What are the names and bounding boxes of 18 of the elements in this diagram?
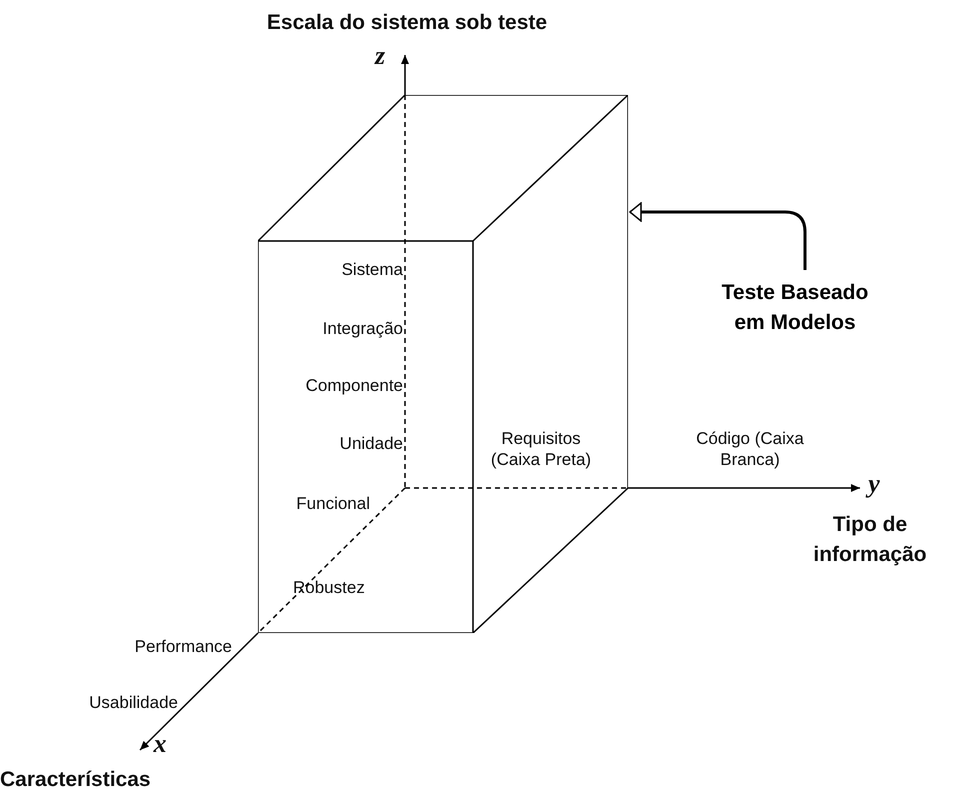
hollow-arrow xyxy=(629,202,806,270)
scale-label: Código (Caixa Branca) xyxy=(695,428,805,470)
axis-title: Escala do sistema sob teste xyxy=(266,10,548,36)
scale-label: Sistema xyxy=(340,259,403,280)
axis-title: Características xyxy=(0,767,152,793)
annotation-text: Teste Baseado em Modelos xyxy=(720,280,870,336)
scale-label: Robustez xyxy=(293,577,366,598)
axis-letter: z xyxy=(373,42,386,70)
scale-label: Unidade xyxy=(338,433,403,454)
axis-letter: x xyxy=(152,730,168,758)
axis-letter: y xyxy=(864,470,884,498)
scale-label: Componente xyxy=(304,375,403,396)
scale-label: Funcional xyxy=(295,493,370,514)
scale-label: Integração xyxy=(322,318,403,339)
axis-title: Tipo de informação xyxy=(812,512,928,568)
scale-label: Requisitos (Caixa Preta) xyxy=(490,428,592,470)
scale-label: Usabilidade xyxy=(88,692,178,713)
scale-label: Performance xyxy=(134,636,232,657)
